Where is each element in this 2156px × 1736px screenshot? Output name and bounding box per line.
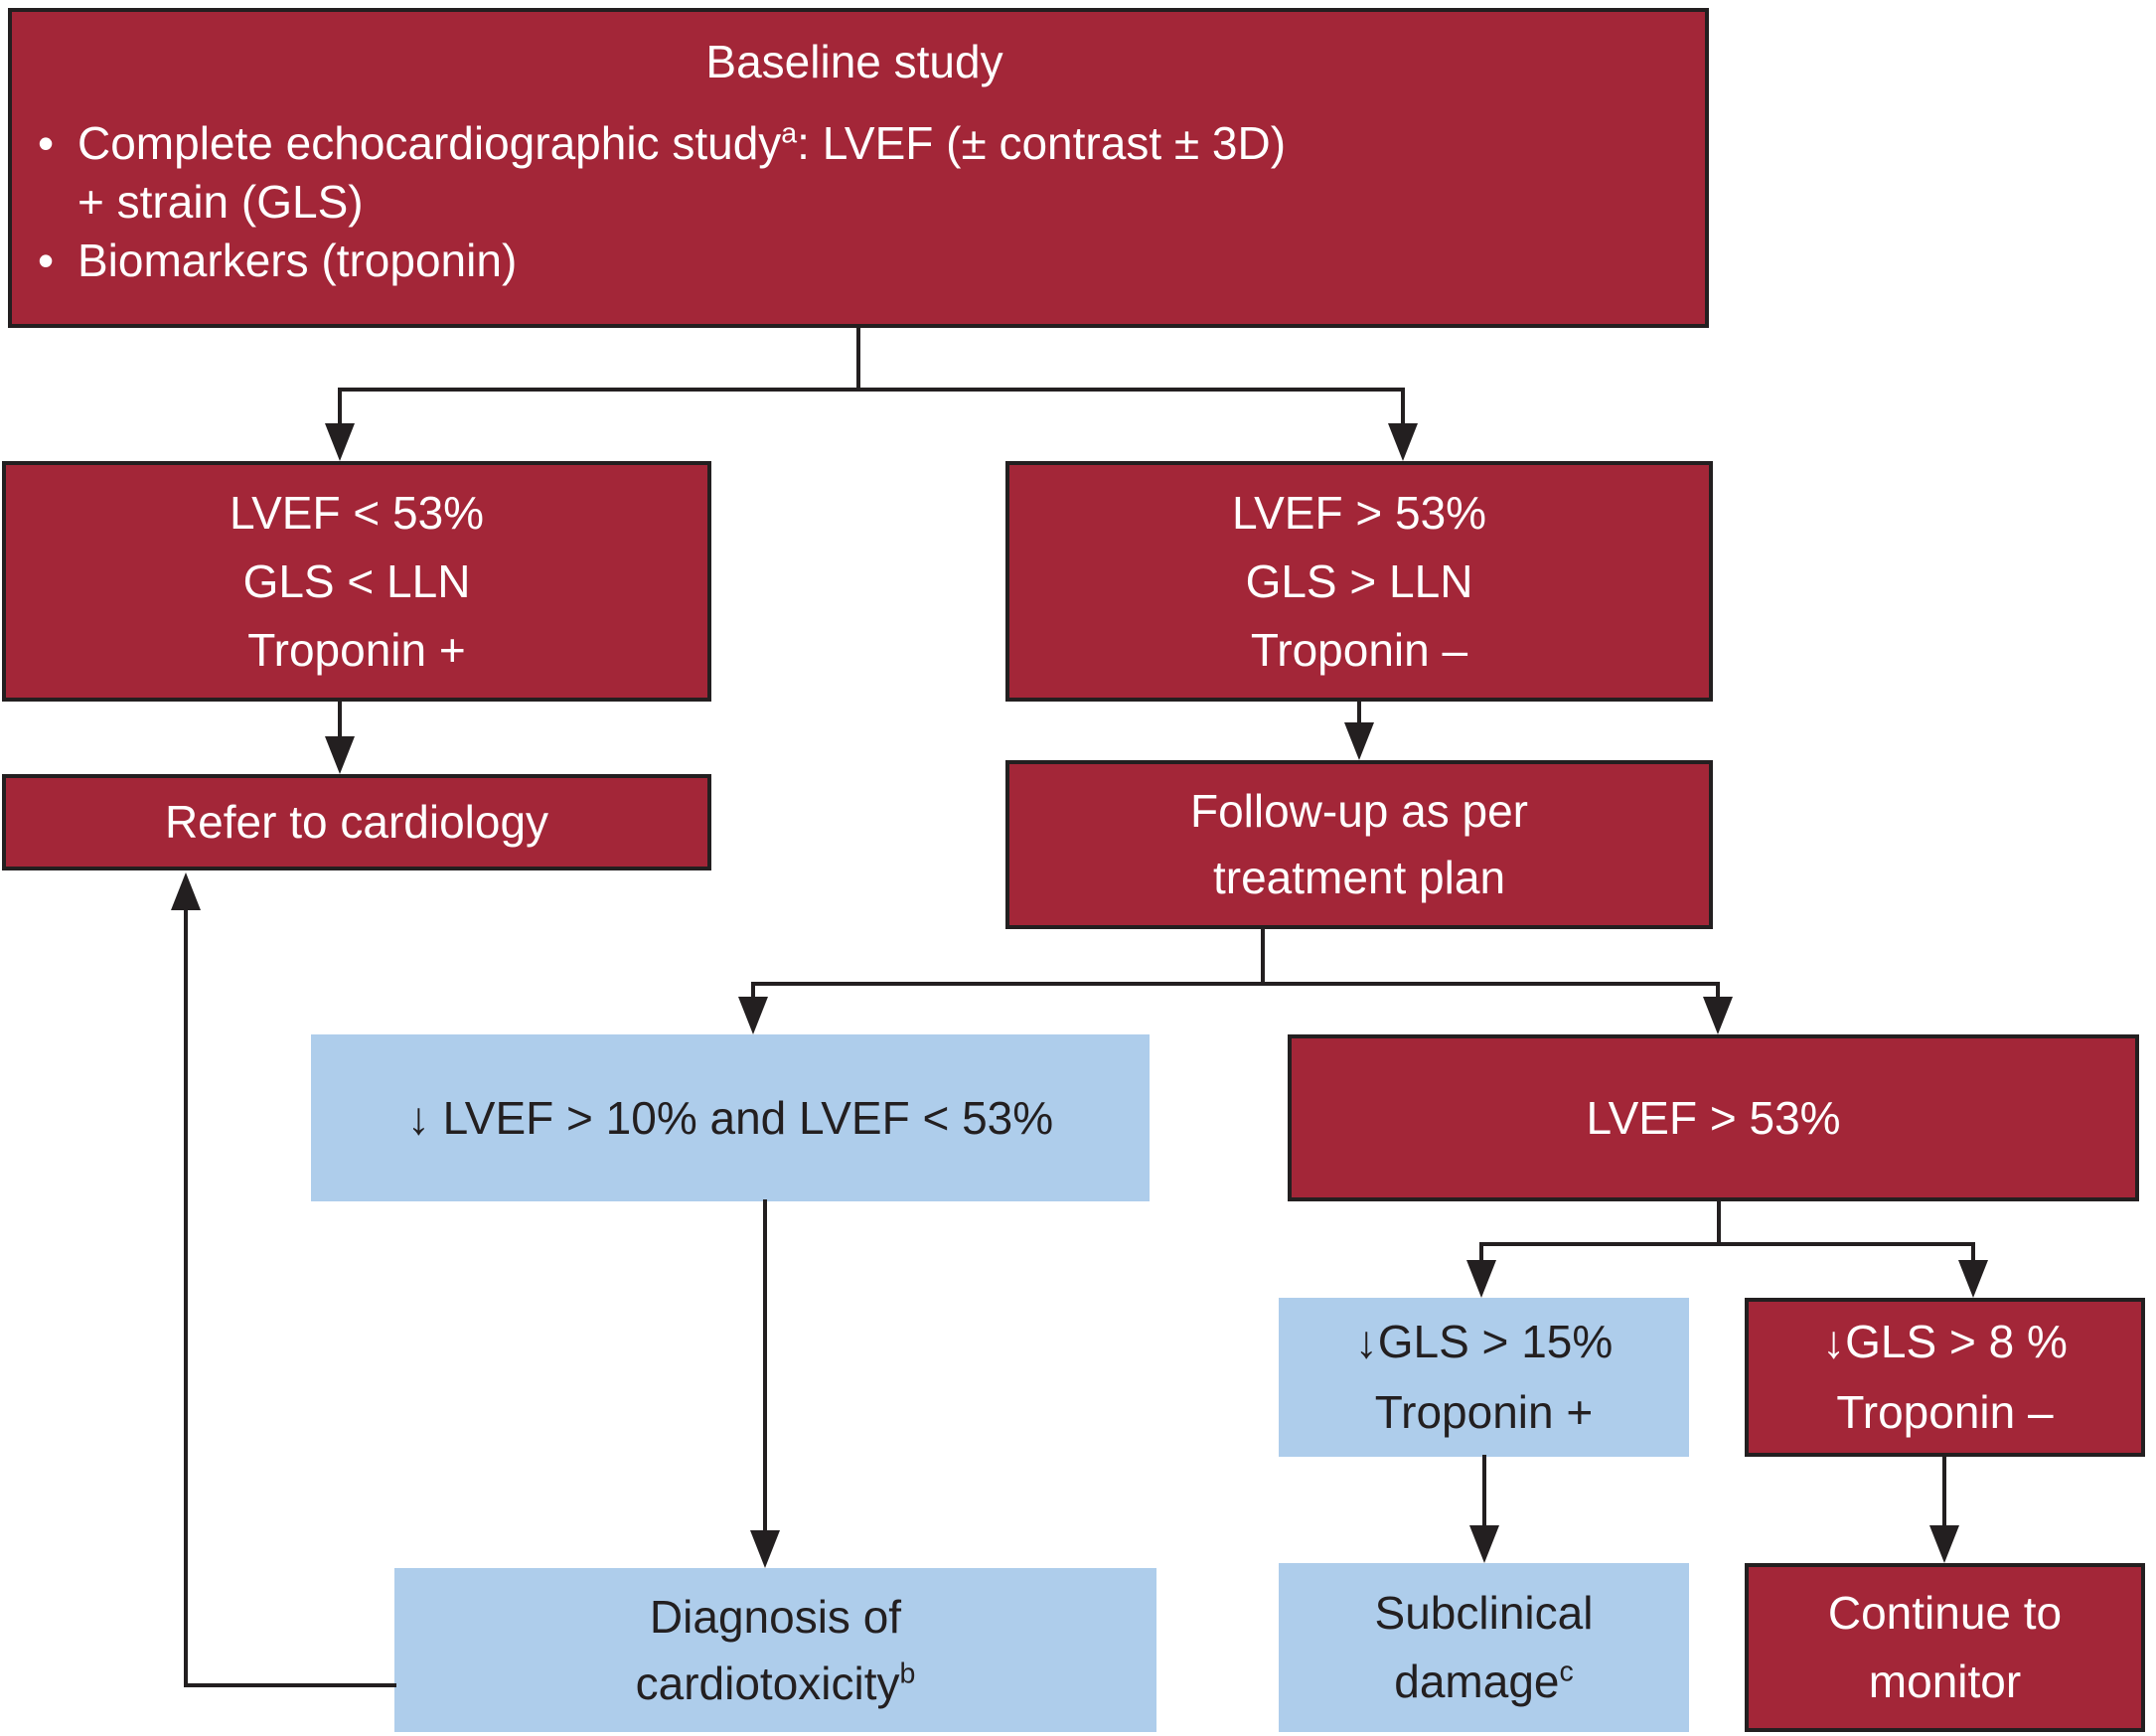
node-line: GLS > LLN [1245, 554, 1473, 607]
node-line: treatment plan [1212, 852, 1506, 903]
baseline-bullet-1-text: Complete echocardiographic studya: LVEF … [77, 117, 1287, 169]
arrowhead-to-gls-8-icon [1958, 1260, 1988, 1298]
baseline-bullet-1-continuation: + strain (GLS) [38, 173, 1671, 232]
bullet-icon: • [38, 117, 55, 169]
connector-diagnosis-feedback-horizontal [184, 1683, 396, 1687]
node-line: Troponin + [1374, 1386, 1594, 1438]
connector-to-lvef-drop [751, 982, 755, 999]
node-lvef-high: LVEF > 53% GLS > LLN Troponin – [1005, 461, 1713, 702]
connector-lvef-53-stem [1717, 1199, 1721, 1246]
footnote-a: a [781, 117, 798, 150]
arrowhead-feedback-to-refer-icon [171, 872, 201, 910]
connector-gls-15-to-subclinical [1482, 1455, 1486, 1529]
connector-followup-branch [751, 982, 1720, 986]
node-line: LVEF > 53% [1586, 1091, 1841, 1144]
connector-to-lvef-high [1401, 388, 1405, 425]
arrowhead-to-gls-15-icon [1466, 1260, 1496, 1298]
connector-followup-stem [1261, 927, 1265, 986]
node-line: Troponin – [1250, 623, 1468, 676]
node-line: Continue to [1827, 1587, 2063, 1639]
node-line: ↓GLS > 8 % [1822, 1315, 2068, 1367]
arrowhead-to-lvef-low-icon [325, 423, 355, 461]
connector-lvef-drop-to-diagnosis [763, 1199, 767, 1534]
node-line: damagec [1394, 1656, 1574, 1707]
arrowhead-to-lvef-high-icon [1388, 423, 1418, 461]
node-line: Troponin + [247, 623, 466, 676]
connector-lvef-53-branch [1479, 1242, 1975, 1246]
arrowhead-to-lvef-drop-icon [738, 997, 768, 1034]
node-refer-cardiology: Refer to cardiology [2, 774, 711, 870]
connector-to-lvef-low [338, 388, 342, 425]
footnote-c: c [1559, 1656, 1574, 1688]
baseline-bullet-1-cont-text: + strain (GLS) [77, 175, 364, 228]
connector-baseline-stem [856, 328, 860, 390]
bullet-icon: • [38, 234, 55, 286]
arrowhead-to-refer-icon [325, 736, 355, 774]
node-line: ↓ LVEF > 10% and LVEF < 53% [406, 1091, 1054, 1144]
node-diagnosis-cardiotoxicity: Diagnosis of cardiotoxicityb [394, 1568, 1156, 1732]
node-line: Troponin – [1836, 1386, 2054, 1438]
connector-baseline-branch [338, 388, 1405, 392]
node-baseline-study: Baseline study • Complete echocardiograp… [8, 8, 1709, 328]
baseline-bullet-2-text: Biomarkers (troponin) [77, 234, 518, 286]
footnote-b: b [899, 1657, 916, 1690]
node-line: cardiotoxicityb [635, 1657, 916, 1709]
arrowhead-to-subclinical-icon [1469, 1525, 1499, 1563]
node-gls-8: ↓GLS > 8 % Troponin – [1745, 1298, 2145, 1457]
node-continue-monitor: Continue to monitor [1745, 1563, 2145, 1732]
arrowhead-to-lvef-53-icon [1703, 997, 1733, 1034]
baseline-bullet-1: • Complete echocardiographic studya: LVE… [38, 114, 1671, 173]
node-line: GLS < LLN [242, 554, 471, 607]
connector-gls-8-to-monitor [1942, 1455, 1946, 1529]
connector-lvef-low-to-refer [338, 699, 342, 738]
arrowhead-to-diagnosis-icon [750, 1530, 780, 1568]
node-lvef-low: LVEF < 53% GLS < LLN Troponin + [2, 461, 711, 702]
node-subclinical-damage: Subclinical damagec [1279, 1563, 1689, 1732]
baseline-title: Baseline study [705, 36, 1003, 87]
arrowhead-to-monitor-icon [1929, 1525, 1959, 1563]
node-lvef-53: LVEF > 53% [1288, 1034, 2139, 1201]
baseline-bullet-2: • Biomarkers (troponin) [38, 232, 1671, 290]
node-line: Follow-up as per [1189, 785, 1529, 838]
connector-lvef-high-to-followup [1357, 699, 1361, 724]
node-line: ↓GLS > 15% [1354, 1315, 1614, 1367]
node-line: LVEF > 53% [1231, 486, 1487, 539]
node-line: Subclinical [1374, 1587, 1594, 1639]
node-lvef-drop: ↓ LVEF > 10% and LVEF < 53% [311, 1034, 1150, 1201]
node-line: LVEF < 53% [229, 486, 485, 539]
node-line: Refer to cardiology [164, 796, 549, 848]
node-followup-plan: Follow-up as per treatment plan [1005, 760, 1713, 929]
connector-to-gls-8 [1971, 1242, 1975, 1262]
connector-to-gls-15 [1479, 1242, 1483, 1262]
node-gls-15: ↓GLS > 15% Troponin + [1279, 1298, 1689, 1457]
connector-diagnosis-feedback-vertical [184, 908, 188, 1687]
arrowhead-to-followup-icon [1344, 722, 1374, 760]
connector-to-lvef-53 [1716, 982, 1720, 999]
node-line: monitor [1868, 1656, 2022, 1707]
node-line: Diagnosis of [649, 1590, 902, 1643]
